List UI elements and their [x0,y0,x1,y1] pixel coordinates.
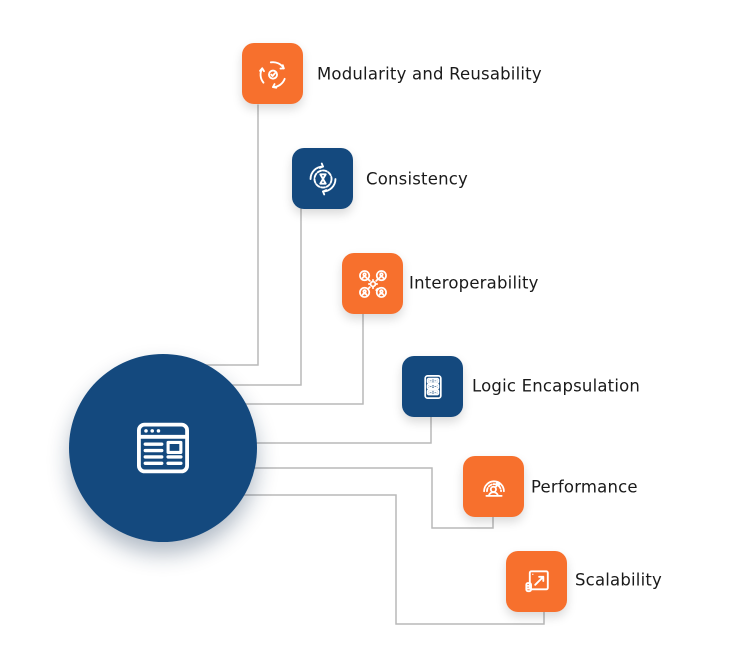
sync-hourglass-icon [309,162,336,195]
connector-line-logic [175,416,432,444]
central-hub [69,354,257,542]
connector-line-performance [175,467,494,529]
expand-arrow-icon [524,569,549,592]
interoperability-label: Interoperability [409,273,539,293]
consistency-label: Consistency [366,169,468,189]
interoperability-badge [342,253,403,314]
gauge-person-icon [482,479,505,497]
users-network-gear-icon [358,269,387,298]
logic-encapsulation-badge [402,356,463,417]
modularity-badge [242,43,303,104]
recycle-check-icon [258,60,286,89]
logic-encapsulation-label: Logic Encapsulation [472,376,641,396]
connector-line-scalability [175,494,545,625]
performance-label: Performance [531,477,638,497]
browser-window-icon [137,422,189,474]
performance-badge [463,456,524,517]
connector-line-modularity [175,104,259,366]
scalability-label: Scalability [575,570,663,590]
server-rack-icon [423,374,442,399]
consistency-badge [292,148,353,209]
scalability-badge [506,551,567,612]
modularity-label: Modularity and Reusability [317,64,542,84]
